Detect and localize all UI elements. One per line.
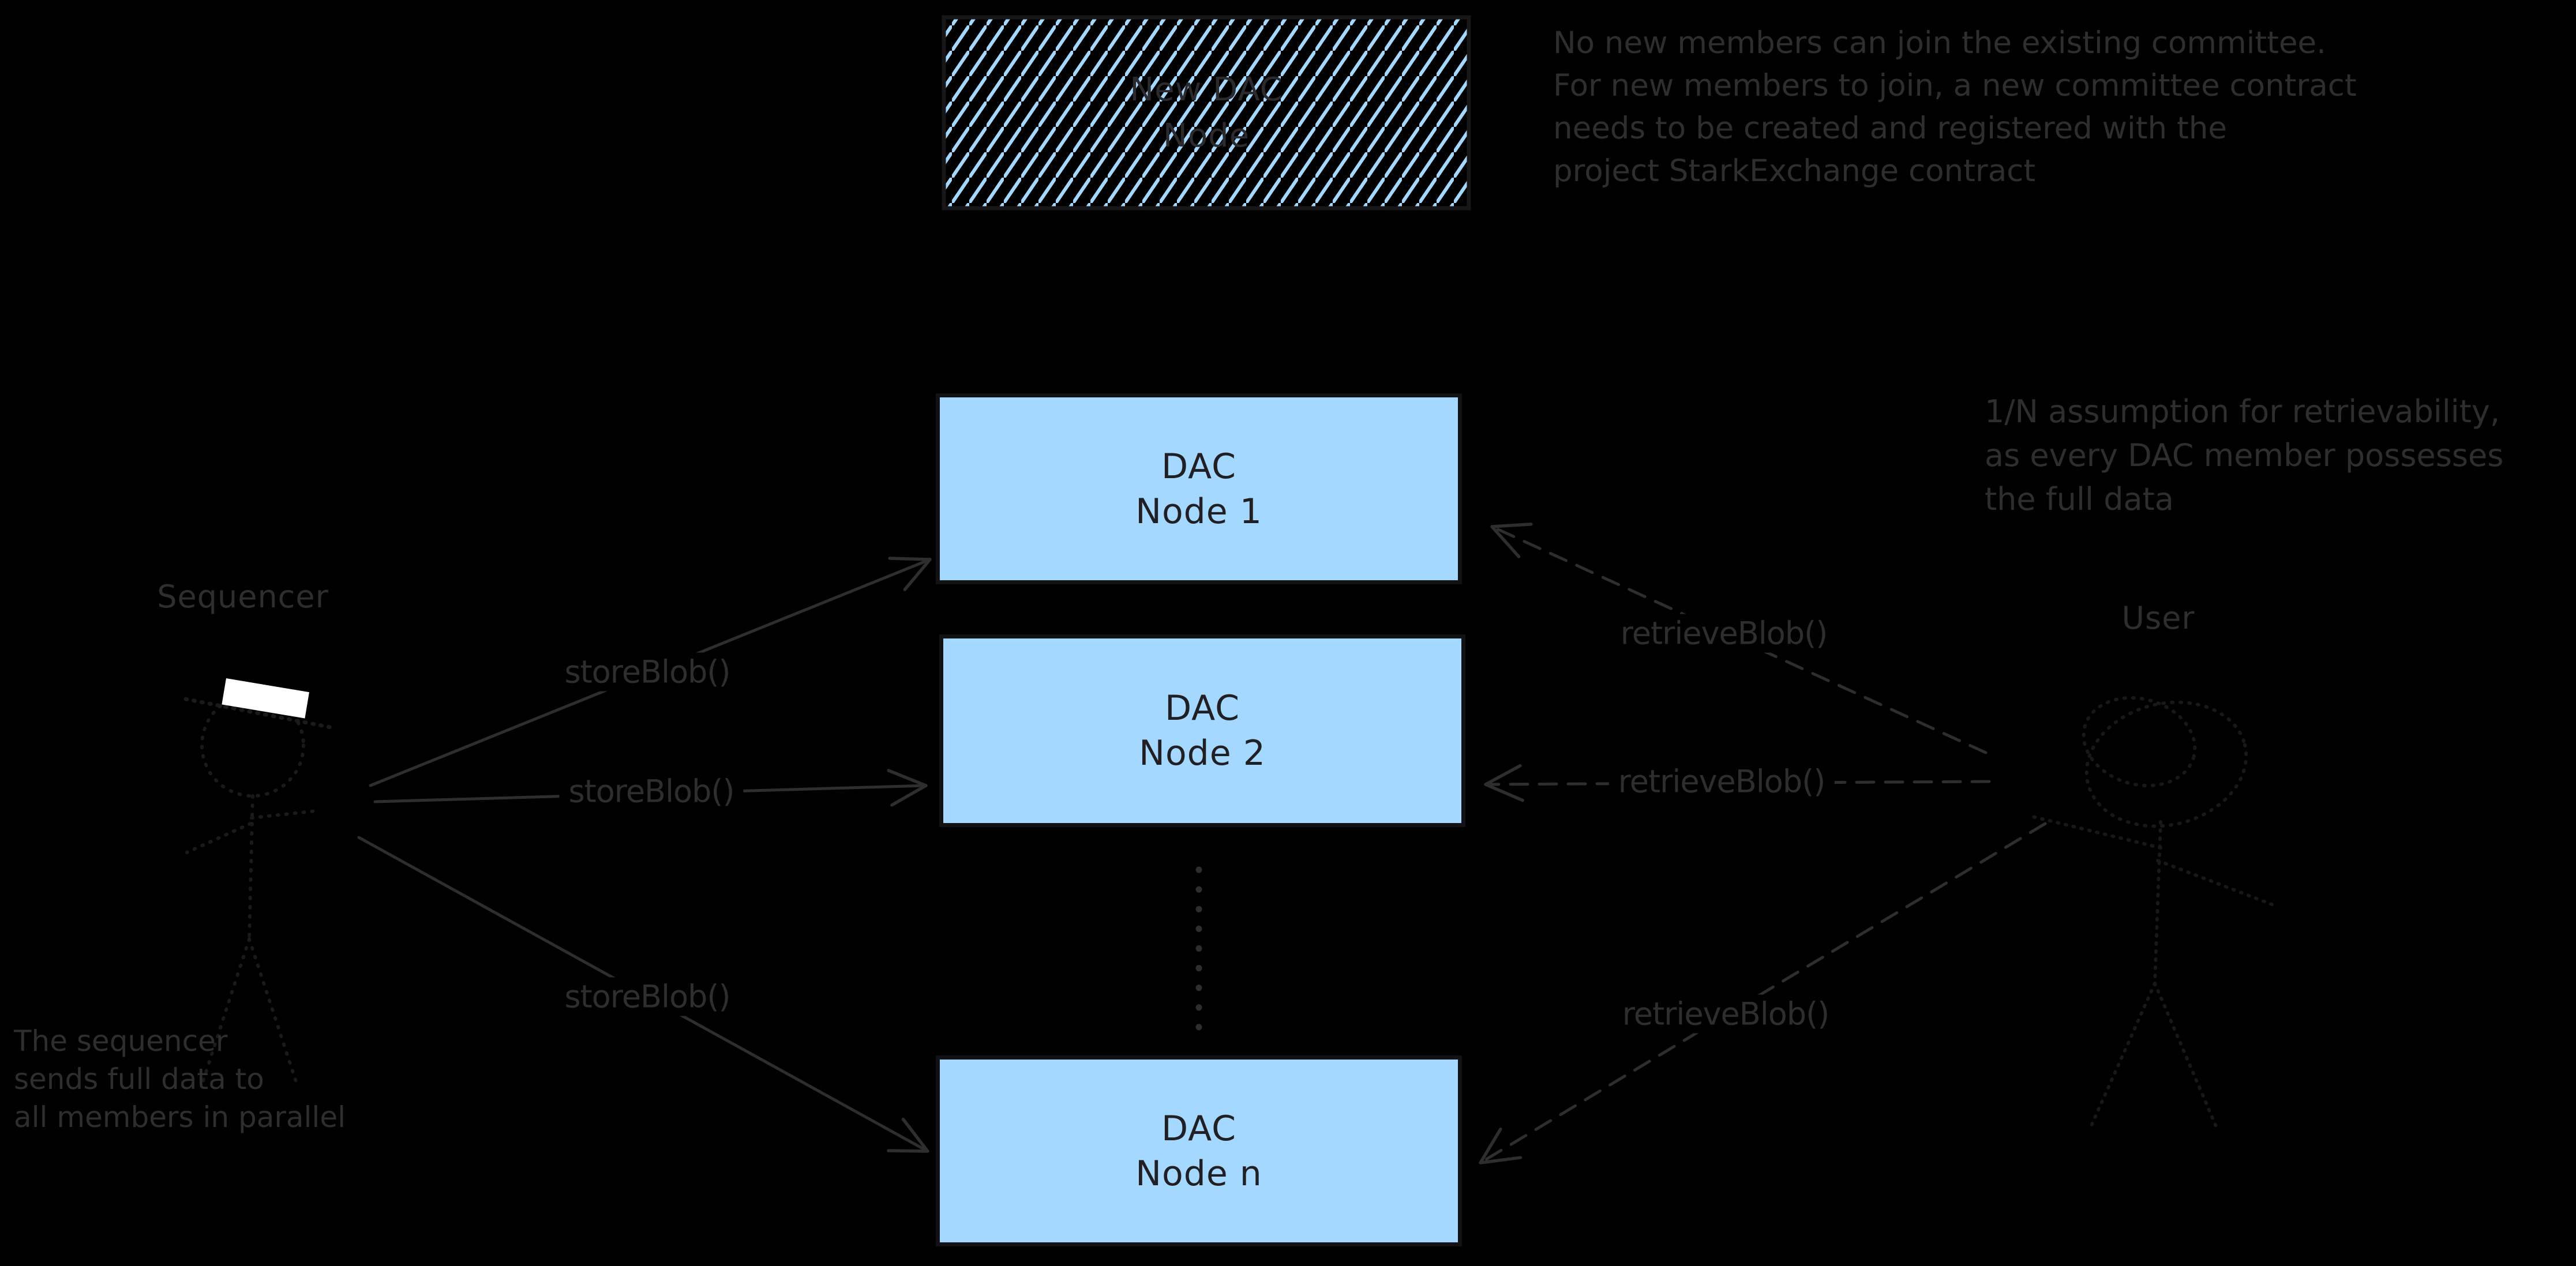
dac-node-1-label-line2: Node 1 xyxy=(1135,491,1262,532)
sequencer-note-line3: all members in parallel xyxy=(14,1100,346,1134)
store-blob-arrows xyxy=(357,557,932,1153)
sequencer-arm-left xyxy=(185,822,252,854)
retrievability-note-line2: as every DAC member possesses xyxy=(1985,437,2504,474)
sequencer-label: Sequencer xyxy=(157,578,329,615)
committee-note-line2: For new members to join, a new committee… xyxy=(1553,68,2357,103)
store-blob-label-2: storeBlob() xyxy=(559,772,744,811)
sequencer-figure xyxy=(183,678,336,1085)
sequencer-hat xyxy=(222,678,309,719)
committee-note: No new members can join the existing com… xyxy=(1553,22,2357,193)
retrievability-note: 1/N assumption for retrievability, as ev… xyxy=(1985,390,2503,521)
user-figure xyxy=(2029,696,2279,1133)
user-leg-right xyxy=(2153,982,2220,1133)
dac-node-n-box: DAC Node n xyxy=(936,1055,1462,1246)
committee-note-line3: needs to be created and registered with … xyxy=(1553,111,2227,146)
user-arm-right xyxy=(2156,859,2279,908)
sequencer-body xyxy=(248,794,254,941)
committee-note-line4: project StarkExchange contract xyxy=(1553,153,2036,189)
retrieve-arrow-noden xyxy=(1479,822,2047,1164)
dac-node-2-label-line2: Node 2 xyxy=(1139,733,1266,773)
dac-node-n-label-line1: DAC xyxy=(1161,1108,1237,1149)
user-leg-left xyxy=(2088,982,2157,1131)
sequencer-arm-right xyxy=(250,809,318,820)
retrieve-blob-label-1: retrieveBlob() xyxy=(1611,614,1837,653)
retrieve-blob-label-2: retrieveBlob() xyxy=(1608,762,1835,801)
retrieve-blob-label-3: retrieveBlob() xyxy=(1613,994,1839,1034)
committee-note-line1: No new members can join the existing com… xyxy=(1553,25,2327,61)
sequencer-leg-left xyxy=(201,937,251,1083)
sequencer-note-line1: The sequencer xyxy=(14,1024,228,1058)
sequencer-leg-right xyxy=(248,937,298,1085)
user-head-scribble xyxy=(2082,696,2197,788)
new-dac-node-label-line1: New DAC xyxy=(1130,70,1283,108)
dac-node-1-box: DAC Node 1 xyxy=(936,393,1462,584)
store-blob-label-3: storeBlob() xyxy=(555,977,740,1016)
store-blob-label-1: storeBlob() xyxy=(555,652,740,692)
retrieve-arrow-node2 xyxy=(1484,764,1991,802)
dac-node-2-box: DAC Node 2 xyxy=(939,634,1465,827)
new-dac-node-box xyxy=(942,15,1471,211)
dac-node-n-label-line2: Node n xyxy=(1135,1153,1262,1194)
user-head xyxy=(2084,700,2248,828)
user-arm-left xyxy=(2029,814,2162,850)
user-label: User xyxy=(2121,600,2195,636)
retrievability-note-line1: 1/N assumption for retrievability, xyxy=(1985,393,2500,430)
dac-node-2-label-line1: DAC xyxy=(1164,688,1240,728)
sequencer-note: The sequencer sends full data to all mem… xyxy=(14,1022,346,1136)
retrievability-note-line3: the full data xyxy=(1985,481,2174,517)
sequencer-hat-brim xyxy=(183,697,336,730)
dac-node-1-label-line1: DAC xyxy=(1161,446,1237,487)
new-dac-node-label-line2: Node xyxy=(1163,117,1250,155)
new-dac-node-label: New DAC Node xyxy=(944,17,1469,208)
sequencer-note-line2: sends full data to xyxy=(14,1062,264,1096)
